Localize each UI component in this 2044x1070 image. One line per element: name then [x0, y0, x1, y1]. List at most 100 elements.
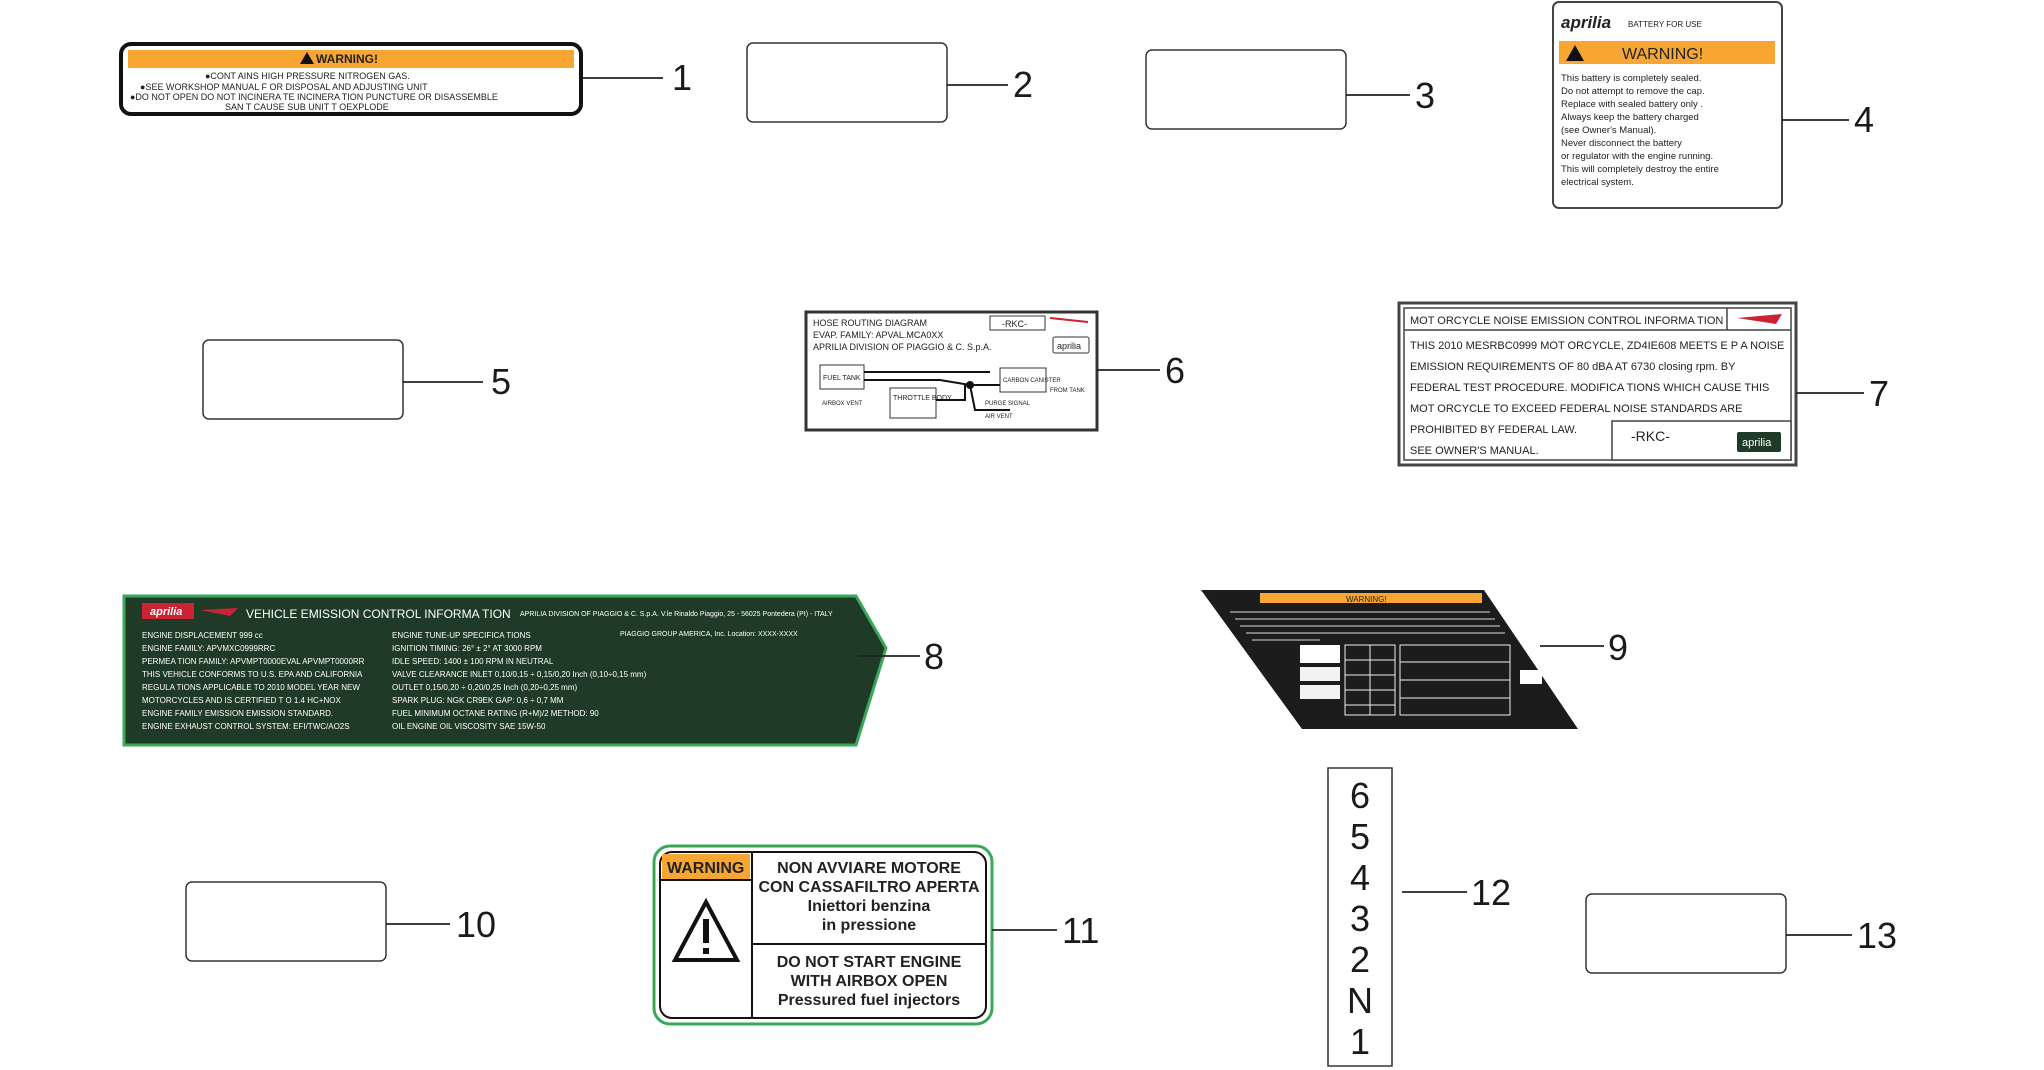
label-11-english-line: WITH AIRBOX OPEN	[791, 973, 948, 990]
warning-triangle-icon	[1566, 45, 1584, 61]
label-5-blank	[202, 339, 404, 420]
label-6-line: APRILIA DIVISION OF PIAGGIO & C. S.p.A.	[813, 342, 992, 352]
callout-9: 9	[1608, 627, 1628, 668]
label-1-line: ●DO NOT OPEN DO NOT INCINERA TE INCINERA…	[130, 92, 498, 102]
label-7-header: MOT ORCYCLE NOISE EMISSION CONTROL INFOR…	[1410, 315, 1723, 327]
label-8-right-line: SPARK PLUG: NGK CR9EK GAP: 0,6 ÷ 0,7 MM	[392, 696, 564, 705]
label-10-blank	[185, 881, 387, 962]
callout-6: 6	[1165, 350, 1185, 391]
label-3-blank	[1145, 49, 1347, 130]
label-11-airbox-warning: WARNING NON AVVIARE MOTORE CON CASSAFILT…	[652, 844, 994, 1026]
label-1-line: ●SEE WORKSHOP MANUAL F OR DISPOSAL AND A…	[140, 82, 428, 92]
label-7-line: FEDERAL TEST PROCEDURE. MODIFICA TIONS W…	[1410, 382, 1769, 394]
label-9-heading: WARNING!	[1346, 595, 1387, 604]
label-6-line: HOSE ROUTING DIAGRAM	[813, 318, 927, 328]
label-8-right-line: OUTLET 0,15/0,20 ÷ 0,20/0,25 Inch (0,20÷…	[392, 683, 578, 692]
callout-3: 3	[1415, 75, 1435, 116]
label-6-fuel-tank: FUEL TANK	[823, 375, 861, 382]
label-11-italian-line: in pressione	[822, 917, 916, 934]
label-4-battery-warning: aprilia BATTERY FOR USE WARNING! This ba…	[1552, 1, 1783, 209]
label-4-brand-note: BATTERY FOR USE	[1628, 20, 1702, 29]
callout-5: 5	[491, 361, 511, 402]
label-6-small-label: AIRBOX VENT	[822, 401, 863, 407]
label-7-line: MOT ORCYCLE TO EXCEED FEDERAL NOISE STAN…	[1410, 403, 1743, 415]
gear-label: 2	[1350, 939, 1370, 980]
label-7-brand: aprilia	[1742, 437, 1772, 449]
label-7-line: THIS 2010 MESRBC0999 MOT ORCYCLE, ZD4IE6…	[1410, 340, 1784, 352]
label-8-right-line: FUEL MINIMUM OCTANE RATING (R+M)/2 METHO…	[392, 709, 599, 718]
label-8-right-line: VALVE CLEARANCE INLET 0,10/0,15 ÷ 0,15/0…	[392, 670, 647, 679]
label-11-italian-line: Iniettori benzina	[808, 898, 931, 915]
label-8-left-line: THIS VEHICLE CONFORMS TO U.S. EPA AND CA…	[142, 670, 363, 679]
label-6-small-label: PURGE SIGNAL	[985, 401, 1031, 407]
label-8-maker2: PIAGGIO GROUP AMERICA, Inc. Location: XX…	[620, 631, 798, 638]
label-2-blank	[746, 42, 948, 123]
label-8-maker: APRILIA DIVISION OF PIAGGIO & C. S.p.A. …	[520, 611, 833, 618]
gear-label: N	[1347, 980, 1373, 1021]
label-13-blank	[1585, 893, 1787, 974]
label-4-line: Replace with sealed battery only .	[1561, 99, 1703, 110]
label-7-badge: -RKC-	[1631, 428, 1670, 444]
label-4-line: This will completely destroy the entire	[1561, 164, 1719, 175]
label-9-slanted-warning: WARNING!	[1201, 590, 1578, 729]
label-7-line: SEE OWNER'S MANUAL.	[1410, 445, 1539, 457]
label-8-left-line: ENGINE FAMILY EMISSION EMISSION STANDARD…	[142, 709, 333, 718]
label-8-left-line: ENGINE DISPLACEMENT 999 cc	[142, 631, 263, 640]
label-8-left-line: PERMEA TION FAMILY: APVMPT0000EVAL APVMP…	[142, 657, 365, 666]
label-11-italian-line: CON CASSAFILTRO APERTA	[758, 879, 979, 896]
label-8-left-line: ENGINE FAMILY: APVMXC0999RRC	[142, 644, 275, 653]
label-4-line: Always keep the battery charged	[1561, 112, 1699, 123]
label-1-line: ●CONT AINS HIGH PRESSURE NITROGEN GAS.	[205, 71, 410, 81]
callout-13: 13	[1857, 915, 1897, 956]
label-6-throttle-body: THROTTLE BODY	[893, 395, 952, 402]
label-4-line: Never disconnect the battery	[1561, 138, 1682, 149]
label-7-line: PROHIBITED BY FEDERAL LAW.	[1410, 424, 1577, 436]
label-11-english-line: Pressured fuel injectors	[778, 992, 960, 1009]
callout-10: 10	[456, 904, 496, 945]
label-4-line: This battery is completely sealed.	[1561, 73, 1701, 84]
label-12-gear-strip: 6 5 4 3 2 N 1	[1327, 767, 1393, 1067]
label-1-nitrogen-warning: WARNING! ●CONT AINS HIGH PRESSURE NITROG…	[119, 42, 583, 116]
gear-label: 4	[1350, 857, 1370, 898]
label-4-line: electrical system.	[1561, 177, 1634, 188]
callout-7: 7	[1869, 373, 1889, 414]
callout-12: 12	[1471, 872, 1511, 913]
label-1-heading: WARNING!	[316, 52, 378, 66]
callout-4: 4	[1854, 99, 1874, 140]
label-6-line: EVAP. FAMILY: APVAL.MCA0XX	[813, 330, 943, 340]
label-4-line: or regulator with the engine running.	[1561, 151, 1713, 162]
label-8-left-line: ENGINE EXHAUST CONTROL SYSTEM: EFI/TWC/A…	[142, 722, 350, 731]
label-6-brand: aprilia	[1057, 341, 1081, 351]
label-11-italian-line: NON AVVIARE MOTORE	[777, 860, 961, 877]
label-8-right-line: OIL ENGINE OIL VISCOSITY SAE 15W-50	[392, 722, 546, 731]
label-7-noise-emission: MOT ORCYCLE NOISE EMISSION CONTROL INFOR…	[1397, 301, 1798, 467]
label-8-left-line: REGULA TIONS APPLICABLE TO 2010 MODEL YE…	[142, 683, 360, 692]
label-8-brand: aprilia	[150, 606, 182, 618]
callout-8: 8	[924, 636, 944, 677]
label-11-english-line: DO NOT START ENGINE	[777, 954, 962, 971]
gear-label: 6	[1350, 775, 1370, 816]
label-8-right-line: ENGINE TUNE-UP SPECIFICA TIONS	[392, 631, 531, 640]
label-6-badge: -RKC-	[1002, 319, 1027, 329]
label-4-line: (see Owner's Manual).	[1561, 125, 1656, 136]
callout-11: 11	[1062, 910, 1099, 951]
label-8-vehicle-emission: aprilia VEHICLE EMISSION CONTROL INFORMA…	[122, 594, 888, 747]
label-8-title: VEHICLE EMISSION CONTROL INFORMA TION	[246, 607, 511, 621]
gear-label: 1	[1350, 1021, 1370, 1062]
label-6-canister: CARBON CANISTER	[1003, 378, 1061, 384]
label-4-heading: WARNING!	[1622, 46, 1703, 63]
label-4-brand: aprilia	[1561, 13, 1611, 32]
label-8-right-line: IDLE SPEED: 1400 ± 100 RPM IN NEUTRAL	[392, 657, 554, 666]
label-8-right-line: IGNITION TIMING: 26° ± 2° AT 3000 RPM	[392, 644, 542, 653]
label-6-hose-routing: HOSE ROUTING DIAGRAM EVAP. FAMILY: APVAL…	[804, 310, 1099, 432]
label-6-small-label: FROM TANK	[1050, 388, 1085, 394]
label-7-line: EMISSION REQUIREMENTS OF 80 dBA AT 6730 …	[1410, 361, 1736, 373]
label-1-line: SAN T CAUSE SUB UNIT T OEXPLODE	[225, 102, 389, 112]
label-11-warning: WARNING	[667, 860, 744, 877]
label-6-small-label: AIR VENT	[985, 414, 1013, 420]
label-8-left-line: MOTORCYCLES AND IS CERTIFIED T O 1.4 HC+…	[142, 696, 341, 705]
gear-label: 5	[1350, 816, 1370, 857]
callout-1: 1	[672, 57, 692, 98]
callout-2: 2	[1013, 64, 1033, 105]
label-4-line: Do not attempt to remove the cap.	[1561, 86, 1705, 97]
